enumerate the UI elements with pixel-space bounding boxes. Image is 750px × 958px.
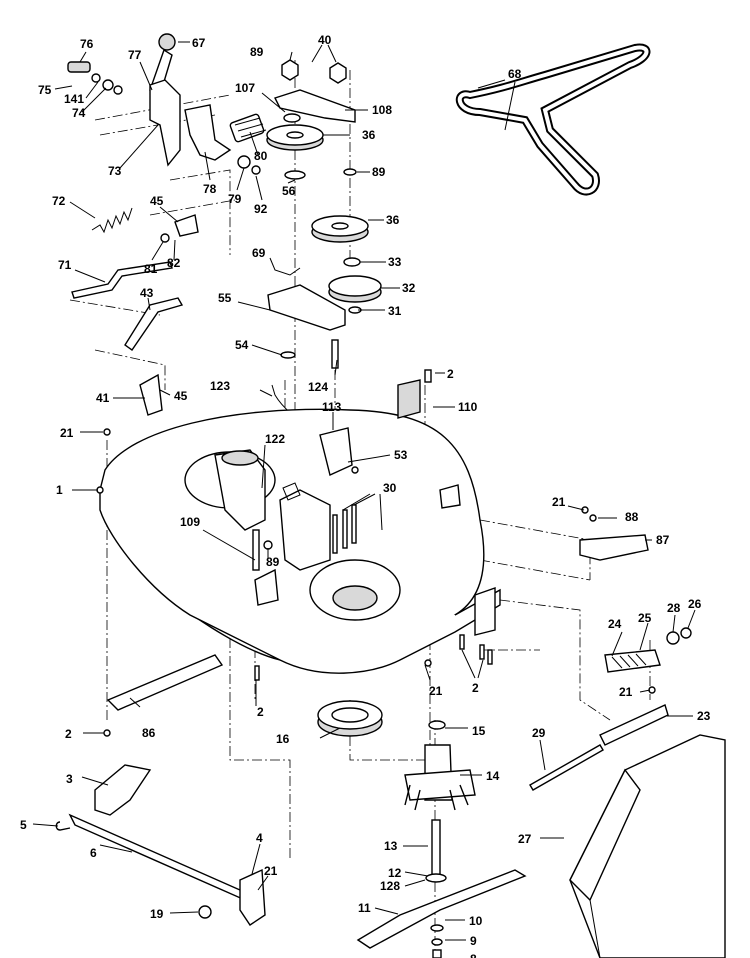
label-part-40: 40 bbox=[318, 33, 332, 47]
label-part-87: 87 bbox=[656, 533, 670, 547]
label-part-73: 73 bbox=[108, 164, 122, 178]
label-part-2-lower: 2 bbox=[257, 705, 264, 719]
label-part-15: 15 bbox=[472, 724, 486, 738]
label-part-9: 9 bbox=[470, 934, 477, 948]
label-part-5: 5 bbox=[20, 818, 27, 832]
label-part-55: 55 bbox=[218, 291, 232, 305]
label-part-33: 33 bbox=[388, 255, 402, 269]
label-part-23: 23 bbox=[697, 709, 711, 723]
label-part-54: 54 bbox=[235, 338, 249, 352]
label-part-19: 19 bbox=[150, 907, 164, 921]
part-labels: 76 67 77 75 141 74 73 78 79 80 92 89 40 … bbox=[20, 33, 711, 958]
label-part-110: 110 bbox=[458, 400, 478, 414]
label-part-24: 24 bbox=[608, 617, 622, 631]
label-part-21-lower-right: 21 bbox=[619, 685, 633, 699]
label-part-32: 32 bbox=[402, 281, 416, 295]
label-part-68: 68 bbox=[508, 67, 522, 81]
lift-lever-assembly bbox=[67, 33, 267, 175]
label-part-124: 124 bbox=[308, 380, 328, 394]
label-part-69: 69 bbox=[252, 246, 266, 260]
label-part-82: 82 bbox=[167, 256, 181, 270]
label-part-56: 56 bbox=[282, 184, 296, 198]
label-part-89-mid: 89 bbox=[372, 165, 386, 179]
label-part-78: 78 bbox=[203, 182, 217, 196]
label-part-2-center: 2 bbox=[472, 681, 479, 695]
label-part-43: 43 bbox=[140, 286, 154, 300]
label-part-122: 122 bbox=[265, 432, 285, 446]
label-part-113: 113 bbox=[322, 400, 342, 414]
label-part-71: 71 bbox=[58, 258, 72, 272]
label-part-41: 41 bbox=[96, 391, 110, 405]
label-part-45-lower: 45 bbox=[174, 389, 188, 403]
label-part-2-left: 2 bbox=[65, 727, 72, 741]
label-part-92: 92 bbox=[254, 202, 268, 216]
label-part-88: 88 bbox=[625, 510, 639, 524]
label-part-89-lower: 89 bbox=[266, 555, 280, 569]
label-part-81: 81 bbox=[144, 262, 158, 276]
label-part-2-upper: 2 bbox=[447, 367, 454, 381]
label-part-80: 80 bbox=[254, 149, 268, 163]
label-part-123: 123 bbox=[210, 379, 230, 393]
label-part-76: 76 bbox=[80, 37, 94, 51]
label-part-14: 14 bbox=[486, 769, 500, 783]
label-part-21-bottom: 21 bbox=[264, 864, 278, 878]
label-part-128: 128 bbox=[380, 879, 400, 893]
pulley-stack bbox=[266, 59, 382, 451]
label-part-72: 72 bbox=[52, 194, 66, 208]
label-part-11: 11 bbox=[358, 901, 371, 915]
label-part-108: 108 bbox=[372, 103, 392, 117]
label-part-4: 4 bbox=[256, 831, 263, 845]
label-part-28: 28 bbox=[667, 601, 681, 615]
springs-and-rods bbox=[71, 207, 199, 416]
label-part-6: 6 bbox=[90, 846, 97, 860]
label-part-67: 67 bbox=[192, 36, 206, 50]
label-part-21-right: 21 bbox=[552, 495, 566, 509]
right-brackets bbox=[397, 369, 692, 791]
label-part-36-lower: 36 bbox=[386, 213, 400, 227]
label-part-75: 75 bbox=[38, 83, 52, 97]
label-part-12: 12 bbox=[388, 866, 402, 880]
label-part-45-upper: 45 bbox=[150, 194, 164, 208]
drive-belt bbox=[455, 43, 651, 196]
label-part-107: 107 bbox=[235, 81, 255, 95]
label-part-8: 8 bbox=[470, 952, 477, 958]
label-part-29: 29 bbox=[532, 726, 546, 740]
label-part-30: 30 bbox=[383, 481, 397, 495]
label-part-16: 16 bbox=[276, 732, 290, 746]
discharge-chute bbox=[569, 734, 726, 958]
label-part-89-top: 89 bbox=[250, 45, 264, 59]
lower-linkage bbox=[55, 654, 266, 926]
label-part-10: 10 bbox=[469, 914, 483, 928]
label-part-13: 13 bbox=[384, 839, 398, 853]
label-part-21-center: 21 bbox=[429, 684, 443, 698]
label-part-74: 74 bbox=[72, 106, 86, 120]
label-part-25: 25 bbox=[638, 611, 652, 625]
mower-deck bbox=[96, 408, 501, 674]
label-part-36-upper: 36 bbox=[362, 128, 376, 142]
label-part-141: 141 bbox=[64, 92, 84, 106]
label-part-21-left: 21 bbox=[60, 426, 74, 440]
label-part-109: 109 bbox=[180, 515, 200, 529]
label-part-86: 86 bbox=[142, 726, 156, 740]
spindle-assembly bbox=[317, 700, 527, 958]
leader-lines bbox=[32, 41, 696, 941]
label-part-1: 1 bbox=[56, 483, 63, 497]
label-part-79: 79 bbox=[228, 192, 242, 206]
label-part-27: 27 bbox=[518, 832, 532, 846]
label-part-77: 77 bbox=[128, 48, 142, 62]
label-part-3: 3 bbox=[66, 772, 73, 786]
label-part-26: 26 bbox=[688, 597, 702, 611]
label-part-53: 53 bbox=[394, 448, 408, 462]
label-part-31: 31 bbox=[388, 304, 402, 318]
